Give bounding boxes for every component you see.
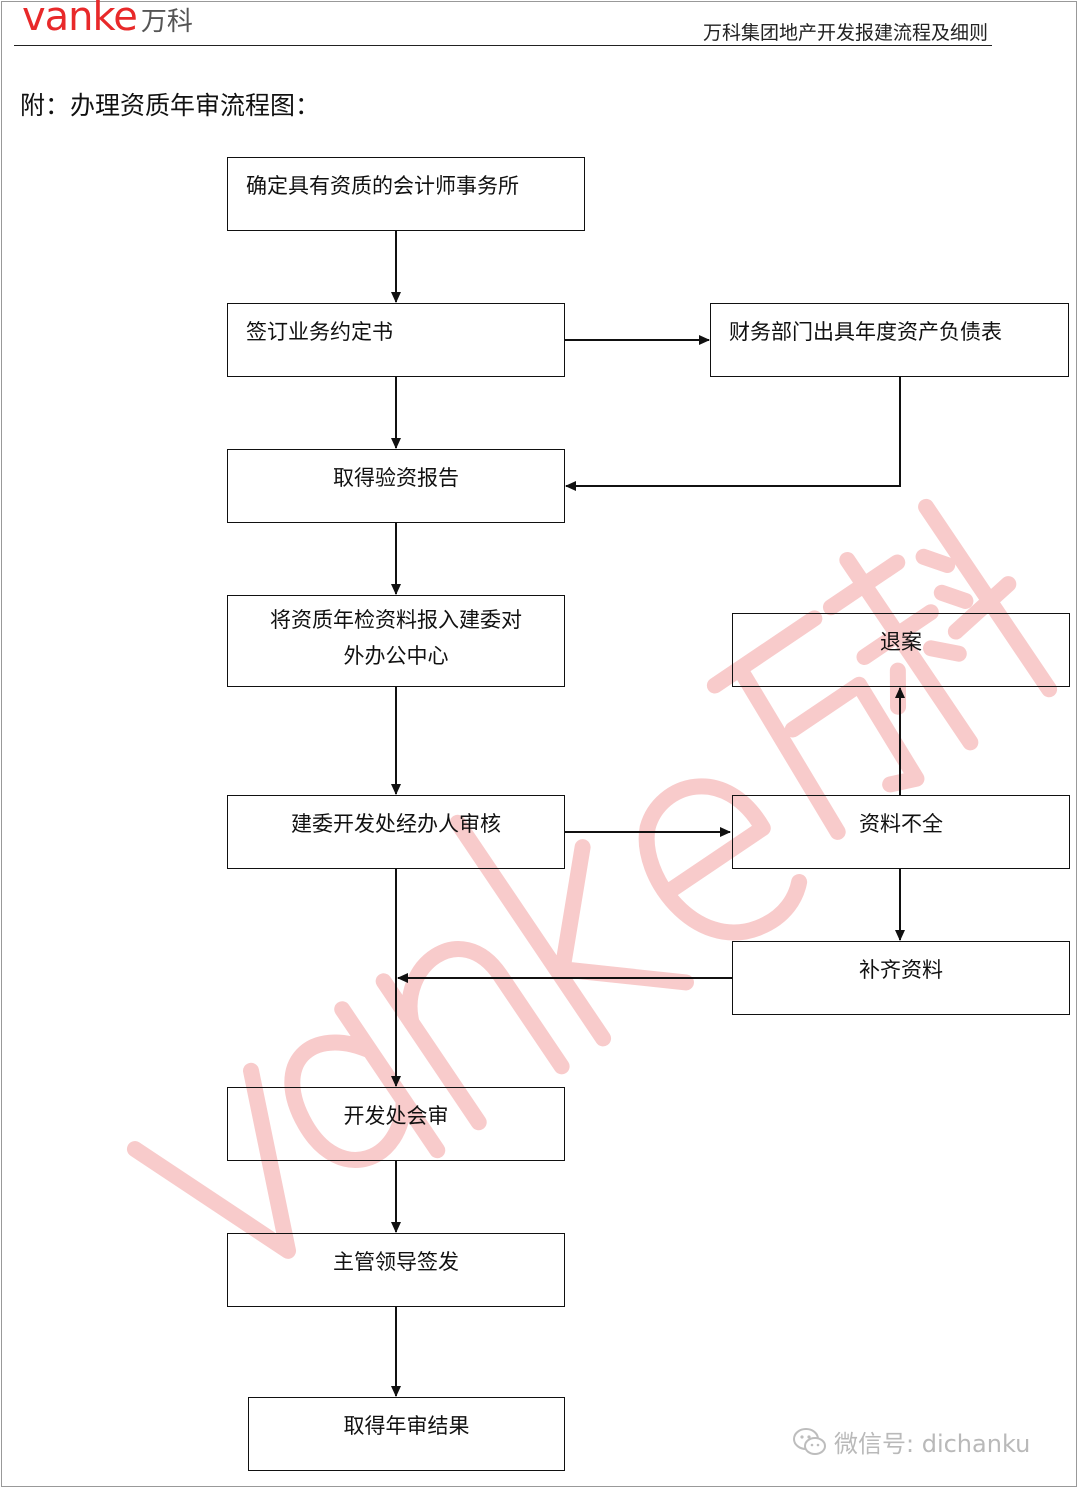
wechat-watermark: 微信号: dichanku (792, 1424, 1030, 1459)
header-divider (14, 45, 992, 46)
node-annual-review-result: 取得年审结果 (248, 1397, 565, 1471)
node-label: 取得验资报告 (333, 466, 459, 490)
node-incomplete-materials: 资料不全 (732, 795, 1070, 869)
node-label: 主管领导签发 (333, 1250, 459, 1274)
arrow-n3-n4 (565, 377, 901, 491)
node-supplement-materials: 补齐资料 (732, 941, 1070, 1015)
wechat-id-text: 微信号: dichanku (834, 1430, 1031, 1458)
node-label: 确定具有资质的会计师事务所 (246, 174, 519, 198)
logo-word: vanke (22, 0, 138, 40)
vanke-logo: vanke 万科 (22, 0, 193, 40)
node-capital-verification-report: 取得验资报告 (227, 449, 565, 523)
node-label: 签订业务约定书 (246, 320, 393, 344)
node-withdraw-case: 退案 (732, 613, 1070, 687)
node-select-accounting-firm: 确定具有资质的会计师事务所 (227, 157, 585, 231)
node-label: 财务部门出具年度资产负债表 (729, 320, 1002, 344)
node-sign-engagement-letter: 签订业务约定书 (227, 303, 565, 377)
node-label-line2: 外办公中心 (343, 644, 449, 668)
logo-cn: 万科 (140, 7, 193, 37)
document-title: 万科集团地产开发报建流程及细则 (702, 22, 988, 44)
node-label-line1: 将资质年检资料报入建委对 (270, 608, 522, 632)
node-joint-review: 开发处会审 (227, 1087, 565, 1161)
node-label: 补齐资料 (859, 958, 943, 982)
node-label: 开发处会审 (343, 1104, 449, 1128)
node-submit-to-office: 将资质年检资料报入建委对 外办公中心 (227, 595, 565, 687)
node-label: 建委开发处经办人审核 (291, 812, 501, 836)
node-label: 资料不全 (859, 812, 943, 836)
node-officer-review: 建委开发处经办人审核 (227, 795, 565, 869)
node-leader-approval: 主管领导签发 (227, 1233, 565, 1307)
node-finance-balance-sheet: 财务部门出具年度资产负债表 (710, 303, 1069, 377)
page-heading: 附：办理资质年审流程图： (20, 91, 321, 120)
node-label: 取得年审结果 (343, 1414, 470, 1438)
node-label: 退案 (880, 630, 922, 654)
wechat-icon (793, 1427, 826, 1455)
